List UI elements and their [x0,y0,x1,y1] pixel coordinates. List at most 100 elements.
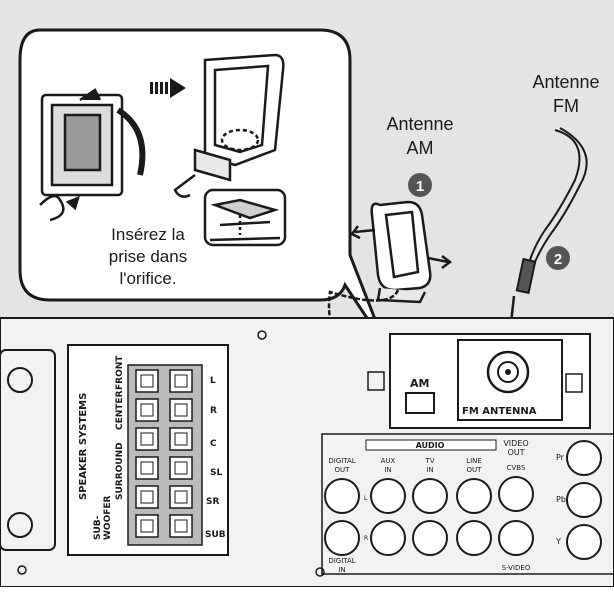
fm-wire-b [534,127,588,263]
speaker-terminal[interactable] [169,369,193,393]
loop-clip [63,113,102,172]
digital-out-label-1: DIGITAL [328,457,355,465]
fm-antenna-label-2: FM [553,96,579,116]
fm-port-pin [505,369,511,375]
audio-header [365,439,497,451]
svideo-label: S-VIDEO [502,564,531,572]
cvbs-label: CVBS [507,464,526,472]
speaker-terminal[interactable] [135,456,159,480]
svideo-jack[interactable] [498,520,534,556]
pr-label: Pr [556,453,565,462]
sub-label: SUB- [93,515,103,540]
slot-detail-box [203,188,287,247]
tv-in-l-jack[interactable] [412,478,448,514]
digital-in-label-2: IN [338,566,345,574]
pr-jack[interactable] [566,440,602,476]
aux-in-label-2: IN [384,466,391,474]
surround-label: SURROUND [115,442,125,500]
step-badge-2: 2 [546,246,570,270]
speaker-terminal-slot [174,374,188,388]
fm-wire-a [529,129,581,261]
digital-out-jack[interactable] [324,478,360,514]
step-badge-1: 1 [408,173,432,197]
am-antenna-label-1: Antenne [386,114,453,134]
speaker-terminal-slot [140,519,154,533]
speaker-terminal-slot [174,490,188,504]
digital-in-label-1: DIGITAL [328,557,355,565]
channel-c-label: C [210,439,217,449]
am-rotate-left-icon [350,225,376,240]
speaker-terminal[interactable] [135,369,159,393]
front-label: FRONT [115,355,125,390]
channel-r-label: R [210,406,217,416]
pb-label: Pb [556,495,566,504]
fm-plug [515,257,537,295]
y-label: Y [555,537,561,546]
line-out-label-2: OUT [467,466,483,474]
fm-antenna-illustration [506,127,588,351]
speaker-terminal-slot [174,432,188,446]
am-base [376,287,427,304]
jack-r-label: R [364,535,368,542]
left-jack-1 [7,367,33,393]
am-loop-insert-illustration [173,53,287,247]
speaker-systems-label: SPEAKER SYSTEMS [78,393,89,500]
panel-screw-2 [17,565,27,575]
line-out-r-jack[interactable] [456,520,492,556]
speaker-terminal-slot [174,461,188,475]
am-port-label: AM [410,377,429,390]
plug-wire [173,174,196,198]
speaker-terminal-slot [140,403,154,417]
channel-sr-label: SR [206,497,219,507]
stand-arc [116,107,146,176]
aux-in-r-jack[interactable] [370,520,406,556]
video-out-label-2: OUT [507,448,524,457]
speaker-terminal[interactable] [169,427,193,451]
cvbs-jack[interactable] [498,476,534,512]
am-loop-inner [384,210,420,279]
insert-direction-arrow-icon [150,78,186,98]
speaker-terminal[interactable] [135,427,159,451]
slot-shape [210,198,280,220]
av-jacks [324,440,602,560]
left-connector-block [0,349,56,551]
digital-in-jack[interactable] [324,520,360,556]
audio-label: AUDIO [416,441,445,450]
tv-in-r-jack[interactable] [412,520,448,556]
speaker-rows [135,369,193,538]
speaker-terminal-slot [174,519,188,533]
wire-arrow-icon [65,195,80,211]
speaker-terminal[interactable] [169,514,193,538]
slot-line [219,220,271,227]
am-port[interactable] [405,392,435,414]
speaker-terminal[interactable] [169,485,193,509]
jack-l-label: L [364,495,368,502]
speaker-terminal-slot [174,403,188,417]
speaker-terminal[interactable] [135,485,159,509]
insert-point-circle [220,128,260,152]
center-label: CENTER [115,390,125,430]
speaker-terminal[interactable] [135,514,159,538]
speaker-terminal[interactable] [169,456,193,480]
module-tab-left [367,371,385,391]
am-antenna-label-2: AM [407,138,434,158]
speaker-terminal[interactable] [169,398,193,422]
y-jack[interactable] [566,524,602,560]
rotate-arrow-icon [79,88,102,102]
aux-in-l-jack[interactable] [370,478,406,514]
loop-wire [39,194,65,222]
plug-block [193,148,232,182]
callout-instruction: Insérez la prise dans l'orifice. [109,225,187,288]
fm-port-label: FM ANTENNA [462,406,537,417]
woofer-label: WOOFER [103,495,113,540]
speaker-terminal[interactable] [135,398,159,422]
line-out-l-jack[interactable] [456,478,492,514]
instruction-line-3: l'orifice. [119,269,176,288]
left-jack-2 [7,512,33,538]
channel-sl-label: SL [210,468,222,478]
panel-screw-3 [315,567,325,577]
instruction-line-1: Insérez la [111,225,185,244]
pb-jack[interactable] [566,482,602,518]
